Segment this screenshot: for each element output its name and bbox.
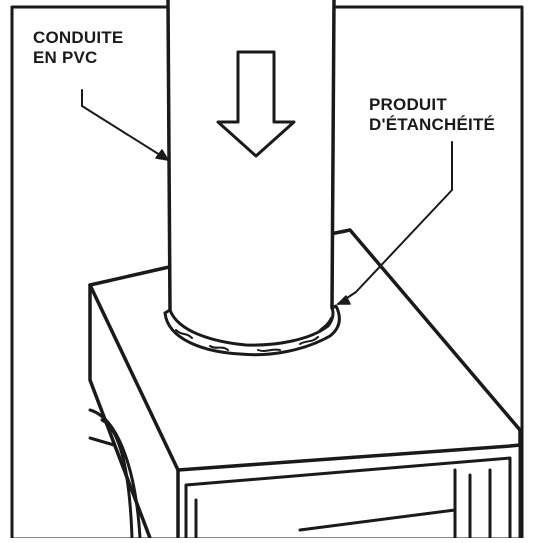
pipe-leader-arrowhead (155, 149, 169, 161)
pvc-pipe-label-line1: CONDUITE (33, 28, 124, 47)
sealant-bead-texture (175, 317, 332, 352)
down-arrow-icon (216, 50, 296, 158)
sealant-label-line1: PRODUIT (369, 95, 447, 114)
pvc-pipe (168, 0, 334, 320)
sealant-label: PRODUIT D'ÉTANCHÉITÉ (369, 95, 495, 135)
pvc-pipe-edges (166, 0, 336, 312)
pvc-pipe-label-line2: EN PVC (33, 48, 98, 67)
housing-front-opening (176, 456, 512, 540)
sealant-leader-arrowhead (337, 295, 351, 305)
sealant-label-line2: D'ÉTANCHÉITÉ (369, 115, 496, 134)
housing-right-edge (340, 228, 522, 540)
housing-side-opening (88, 408, 142, 540)
pipe-leader-line (81, 89, 169, 161)
pvc-pipe-label: CONDUITE EN PVC (33, 28, 123, 68)
sealant-bead (163, 304, 341, 357)
